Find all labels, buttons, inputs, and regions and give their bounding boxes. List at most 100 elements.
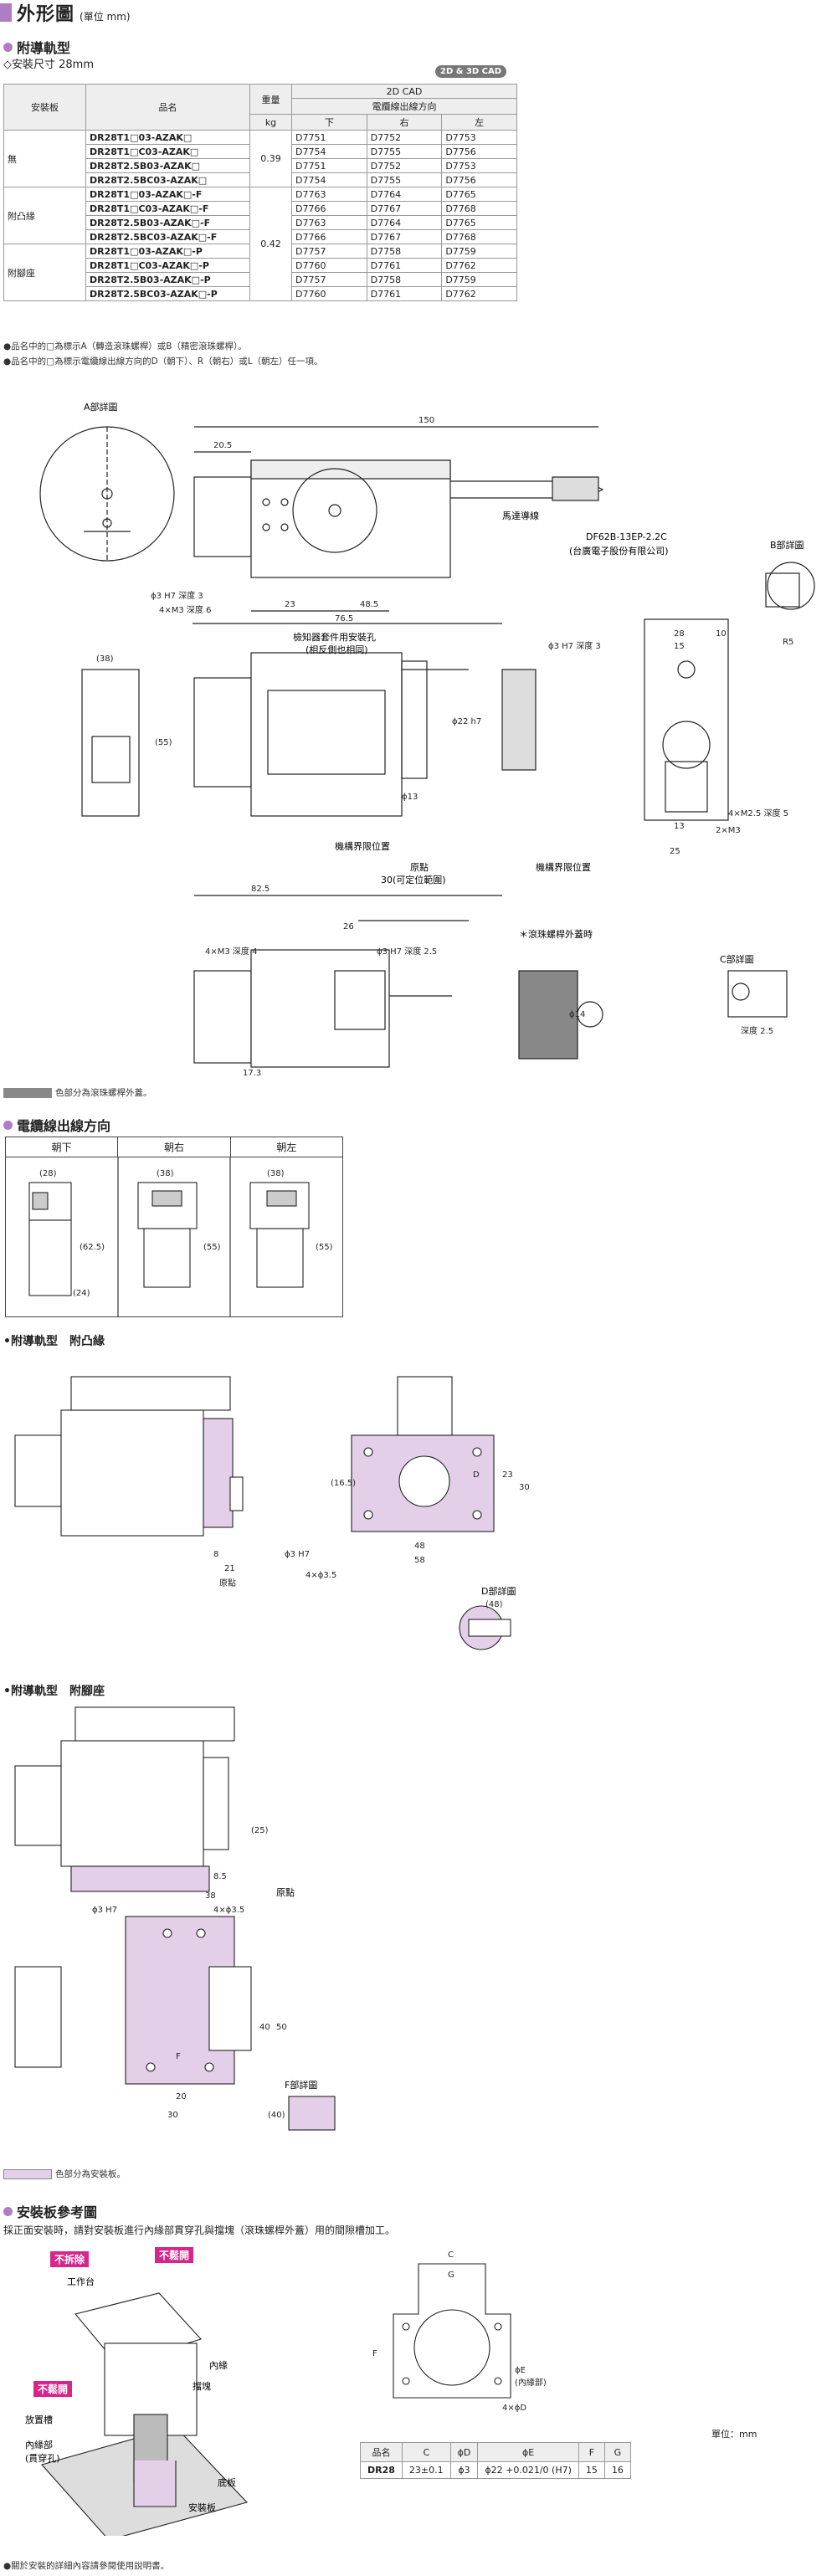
flange-origin: 原點 <box>219 1578 236 1588</box>
cell-product: DR28T2.5BC03-AZAK□-F <box>85 229 250 244</box>
cell-cad[interactable]: D7763 <box>291 187 367 202</box>
foot-drawing: (25) 8.5 原點 38 4×ϕ3.5 ϕ3 H7 40 50 20 30 … <box>14 1706 336 2131</box>
cell-cad[interactable]: D7755 <box>366 172 443 187</box>
cell-cad[interactable]: D7766 <box>291 229 367 244</box>
cell-product: DR28T1□03-AZAK□ <box>85 130 250 145</box>
main-drawing: A部詳圖 20.5 150 馬達導線 DF62B-13EP-2.2C (台廣電子… <box>39 401 815 1078</box>
th-cable-dir: 電纜線出線方向 <box>291 98 517 115</box>
cell-product: DR28T2.5B03-AZAK□-P <box>85 272 250 287</box>
ref-dim-d: 4×ϕD <box>502 2404 526 2413</box>
cell-cad[interactable]: D7761 <box>366 258 443 273</box>
cell-cad[interactable]: D7756 <box>441 144 517 159</box>
cad-badge[interactable]: 2D & 3D CAD <box>435 65 507 78</box>
flange-drawing: 8 21 原點 (16.5) ϕ3 H7 4×ϕ3.5 48 58 23 30 … <box>14 1376 530 1650</box>
legend-cover-swatch <box>3 1088 52 1098</box>
cell-cad[interactable]: D7758 <box>366 272 443 287</box>
cell-product: DR28T1□C03-AZAK□-P <box>85 258 250 273</box>
foot-origin: 原點 <box>276 1887 295 1898</box>
hole-3h7: ϕ3 H7 深度 3 <box>151 590 203 601</box>
ref-dim-f: F <box>372 2349 377 2358</box>
cell-product: DR28T2.5BC03-AZAK□ <box>85 172 250 187</box>
dim-26: 26 <box>343 922 354 931</box>
hole-22h7: ϕ22 h7 <box>452 717 481 726</box>
cell-cad[interactable]: D7752 <box>366 158 443 173</box>
ref-drawing: 不拆除 不鬆開 不鬆開 工作台 內緣 擋塊 放置槽 內緣部 (貫穿孔) 底板 安… <box>25 2247 547 2536</box>
cell-cad[interactable]: D7753 <box>441 158 517 173</box>
cell-cad[interactable]: D7766 <box>291 201 367 216</box>
cell-product: DR28T1□03-AZAK□-P <box>85 244 250 259</box>
hole-3h7b: ϕ3 H7 深度 2.5 <box>377 946 437 957</box>
note-1: ●品名中的□為標示A（轉造滾珠螺桿）或B（精密滾珠螺桿）。 <box>3 341 247 352</box>
flange-dim-48b: (48) <box>485 1600 503 1609</box>
th-dir-down: 下 <box>291 114 367 131</box>
flange-dim-23: 23 <box>502 1470 513 1480</box>
cell-cad[interactable]: D7761 <box>366 286 443 301</box>
ref-dim-e: ϕE <box>515 2366 526 2375</box>
cell-cad[interactable]: D7767 <box>366 229 443 244</box>
label-origin: 原點 <box>410 862 429 873</box>
cell-product: DR28T1□C03-AZAK□ <box>85 144 250 159</box>
cable-dim-38a: (38) <box>157 1169 174 1178</box>
cell-cad[interactable]: D7757 <box>291 244 367 259</box>
cell-cad[interactable]: D7760 <box>291 286 367 301</box>
cell-cad[interactable]: D7765 <box>441 187 517 202</box>
cell-cad[interactable]: D7756 <box>441 172 517 187</box>
flange-dim-16-5: (16.5) <box>331 1479 356 1488</box>
legend-plate-swatch <box>3 2169 52 2179</box>
cell-cad[interactable]: D7760 <box>291 258 367 273</box>
cell-cad[interactable]: D7768 <box>441 229 517 244</box>
dim-23: 23 <box>285 600 295 609</box>
ref-th: F <box>578 2442 605 2462</box>
cell-cad[interactable]: D7754 <box>291 144 367 159</box>
cable-dim-55b: (55) <box>316 1243 333 1252</box>
label-movable: 30(可定位範圍) <box>381 874 446 885</box>
ref-td: 15 <box>578 2461 605 2479</box>
foot-dim-40: 40 <box>259 2023 270 2032</box>
label-sensor-holes: 檢知器套件用安裝孔 <box>293 631 376 643</box>
cell-cad[interactable]: D7764 <box>366 215 443 230</box>
cell-product: DR28T1□C03-AZAK□-F <box>85 201 250 216</box>
cable-dim-62-5: (62.5) <box>80 1243 105 1252</box>
cell-cad[interactable]: D7759 <box>441 272 517 287</box>
radius-r5: R5 <box>783 638 793 647</box>
ref-dim-c: C <box>448 2250 454 2260</box>
cell-cad[interactable]: D7753 <box>441 130 517 145</box>
foot-dim-25: (25) <box>251 1826 269 1835</box>
cell-cad[interactable]: D7762 <box>441 258 517 273</box>
label-connector-maker: (台廣電子股份有限公司) <box>569 545 669 557</box>
cable-direction-panel: 朝下 朝右 朝左 (28) (38) (38) (62.5) (24) (55)… <box>5 1137 343 1317</box>
flange-dim-48: 48 <box>414 1542 425 1551</box>
label-ball-screw-cover: ＊滾珠螺桿外蓋時 <box>519 928 593 940</box>
ref-td: DR28 <box>360 2461 403 2479</box>
cell-cad[interactable]: D7765 <box>441 215 517 230</box>
label-connector: DF62B-13EP-2.2C <box>586 531 667 542</box>
cell-weight: 0.39 <box>249 130 292 187</box>
ref-base: 底板 <box>218 2476 236 2488</box>
section-foot-title: •附導軌型 附腳座 <box>3 1685 105 1698</box>
cell-cad[interactable]: D7757 <box>291 272 367 287</box>
cell-cad[interactable]: D7755 <box>366 144 443 159</box>
cell-cad[interactable]: D7751 <box>291 158 367 173</box>
section-flange-title: •附導軌型 附凸緣 <box>3 1335 105 1348</box>
cell-cad[interactable]: D7758 <box>366 244 443 259</box>
page-header: 外形圖 (單位 mm) <box>0 0 131 25</box>
ref-th: 品名 <box>360 2442 403 2462</box>
cell-cad[interactable]: D7767 <box>366 201 443 216</box>
cell-cad[interactable]: D7768 <box>441 201 517 216</box>
cell-cad[interactable]: D7762 <box>441 286 517 301</box>
flange-dim-8: 8 <box>213 1550 218 1559</box>
th-cad: 2D CAD <box>291 84 517 99</box>
cell-cad[interactable]: D7754 <box>291 172 367 187</box>
cell-cad[interactable]: D7759 <box>441 244 517 259</box>
cable-col-down: 朝下 <box>6 1137 119 1157</box>
flange-dim-58: 58 <box>414 1556 425 1565</box>
cell-cad[interactable]: D7751 <box>291 130 367 145</box>
cell-cad[interactable]: D7763 <box>291 215 367 230</box>
cell-cad[interactable]: D7764 <box>366 187 443 202</box>
label-detail-c: C部詳圖 <box>720 953 754 965</box>
cell-cad[interactable]: D7752 <box>366 130 443 145</box>
